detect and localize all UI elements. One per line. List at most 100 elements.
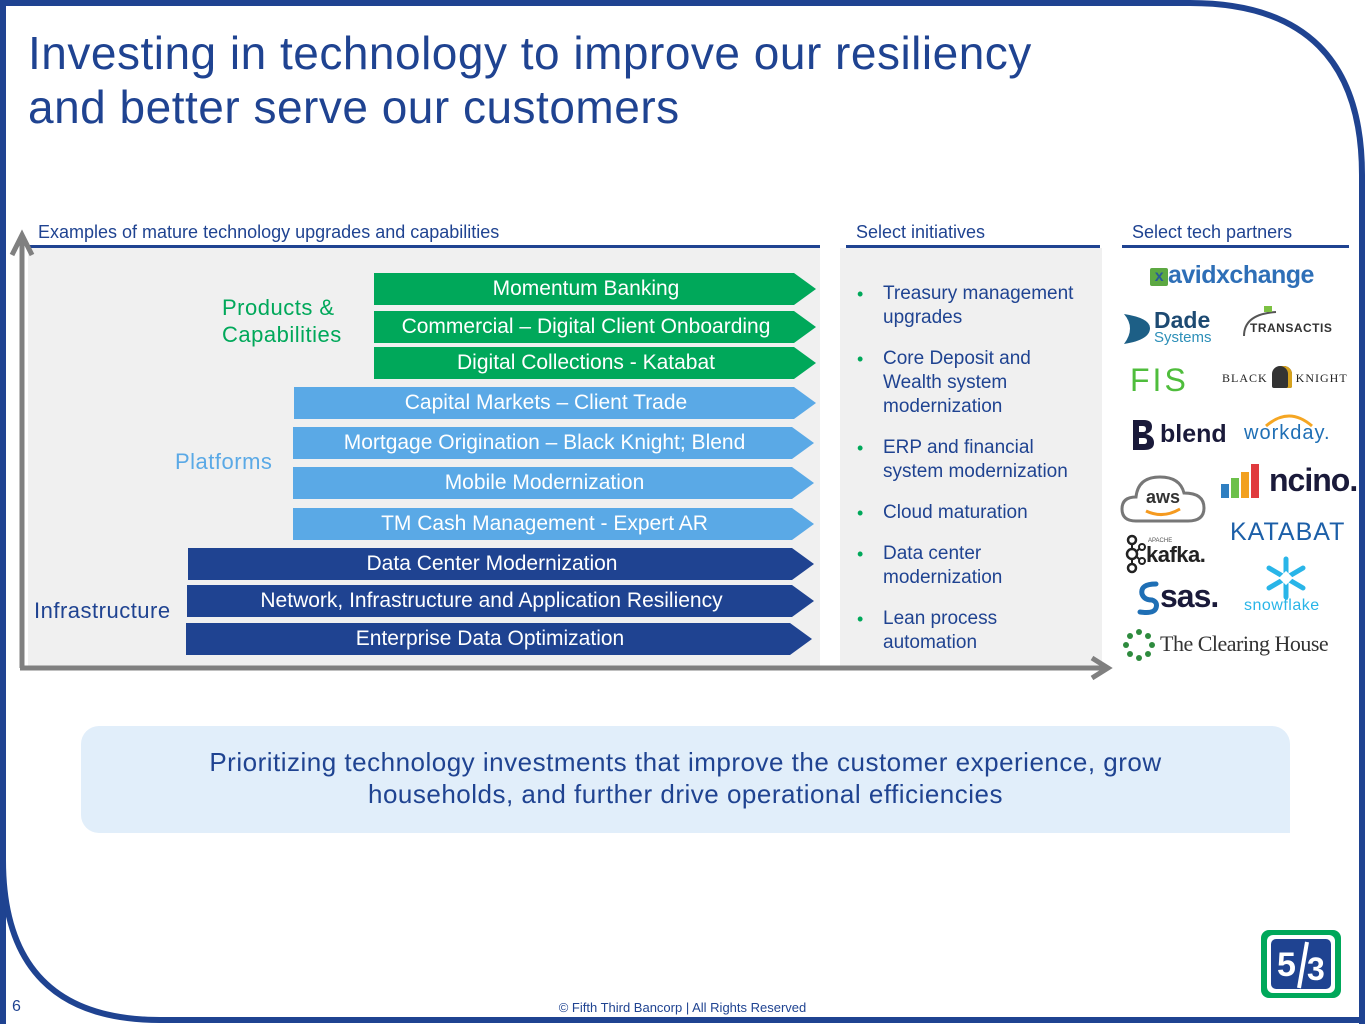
category-products: Products & Capabilities	[222, 294, 342, 348]
initiative-line: system modernization	[883, 461, 1068, 482]
category-products-line-2: Capabilities	[222, 322, 342, 347]
transactis-swoosh-icon	[1243, 306, 1277, 337]
bullet-icon: •	[857, 349, 864, 369]
initiatives-list: • Treasury management upgrades • Core Depos…	[855, 282, 1100, 672]
bar-label: Digital Collections - Katabat	[457, 351, 715, 374]
bar-label: Capital Markets – Client Trade	[404, 391, 688, 414]
black-knight-text-a: BLACK	[1222, 371, 1268, 385]
svg-text:3: 3	[1307, 951, 1325, 987]
logo-clearing-house: The Clearing House	[1122, 628, 1342, 664]
aws-cloud-icon	[1120, 475, 1206, 523]
initiative-item: • Data center modernization	[855, 542, 1100, 590]
initiative-item: •Cloud maturation	[855, 501, 1100, 525]
initiative-line: Wealth system	[883, 372, 1008, 393]
workday-text: workday.	[1244, 422, 1331, 444]
bar-capital-markets: Capital Markets – Client Trade	[294, 387, 816, 419]
page-number: 6	[12, 998, 21, 1015]
initiatives-header: Select initiatives	[846, 222, 1100, 248]
bar-label: TM Cash Management - Expert AR	[381, 512, 708, 535]
logo-kafka: APACHE kafka.	[1124, 534, 1214, 576]
bar-digital-collections: Digital Collections - Katabat	[374, 347, 816, 379]
initiative-line: Treasury management	[883, 283, 1074, 304]
logo-katabat: KATABAT	[1230, 518, 1346, 546]
bar-label: Momentum Banking	[492, 277, 680, 300]
bar-label: Mobile Modernization	[444, 471, 645, 494]
snowflake-text: snowflake	[1244, 597, 1320, 614]
dade-text: Dade	[1154, 307, 1211, 333]
bar-label: Commercial – Digital Client Onboarding	[401, 315, 771, 338]
partners-header: Select tech partners	[1122, 222, 1349, 248]
avidxchange-x-icon: x	[1150, 268, 1168, 286]
bar-mobile-modernization: Mobile Modernization	[293, 467, 814, 499]
banner-line-1: Prioritizing technology investments that…	[209, 747, 1162, 777]
page-title: Investing in technology to improve our r…	[28, 26, 1178, 134]
ncino-bars-icon	[1221, 464, 1259, 498]
category-products-line-1: Products &	[222, 295, 335, 320]
title-line-1: Investing in technology to improve our r…	[28, 27, 1032, 79]
logo-fis: FIS	[1130, 362, 1189, 398]
initiative-line: Core Deposit and	[883, 348, 1031, 369]
blend-b-icon	[1133, 420, 1154, 450]
logo-workday: workday.	[1244, 408, 1334, 448]
snowflake-icon	[1266, 556, 1306, 600]
bar-tm-cash-management: TM Cash Management - Expert AR	[293, 508, 814, 540]
takeaway-banner: Prioritizing technology investments that…	[81, 726, 1290, 833]
logo-aws: aws	[1120, 471, 1206, 525]
initiative-item: • Treasury management upgrades	[855, 282, 1100, 330]
kafka-apache-text: APACHE	[1148, 538, 1173, 544]
bar-enterprise-data: Enterprise Data Optimization	[186, 623, 812, 655]
category-infrastructure: Infrastructure	[34, 598, 171, 623]
bullet-icon: •	[857, 544, 864, 564]
bar-commercial-onboarding: Commercial – Digital Client Onboarding	[374, 311, 816, 343]
bar-momentum-banking: Momentum Banking	[374, 273, 816, 305]
bar-data-center: Data Center Modernization	[188, 548, 814, 580]
banner-line-2: households, and further drive operationa…	[367, 779, 1004, 809]
bar-network-resiliency: Network, Infrastructure and Application …	[187, 585, 814, 617]
clearing-house-starburst-icon	[1123, 629, 1155, 661]
footer-copyright: © Fifth Third Bancorp | All Rights Reser…	[558, 1000, 807, 1015]
bullet-icon: •	[857, 609, 864, 629]
sas-text: sas.	[1160, 578, 1219, 614]
avidxchange-text: avidxchange	[1168, 261, 1314, 289]
initiative-line: Cloud maturation	[883, 502, 1028, 523]
bar-label: Mortgage Origination – Black Knight; Ble…	[343, 431, 746, 454]
dade-icon	[1124, 314, 1150, 344]
initiative-line: automation	[883, 632, 978, 653]
initiative-line: upgrades	[883, 307, 963, 328]
bullet-icon: •	[857, 284, 864, 304]
knight-chess-icon	[1271, 366, 1292, 388]
initiative-line: modernization	[883, 396, 1003, 417]
logo-transactis: TRANSACTIS	[1236, 304, 1332, 344]
logo-snowflake: snowflake	[1244, 556, 1330, 618]
bullet-icon: •	[857, 438, 864, 458]
kafka-text: kafka.	[1146, 542, 1206, 567]
black-knight-text-b: KNIGHT	[1295, 371, 1348, 385]
workday-arc-icon	[1265, 414, 1313, 428]
examples-header: Examples of mature technology upgrades a…	[28, 222, 820, 248]
kafka-nodes-icon	[1125, 534, 1146, 574]
dade-subtext: Systems	[1154, 329, 1212, 346]
initiative-item: • Lean process automation	[855, 607, 1100, 655]
bar-label: Data Center Modernization	[366, 552, 618, 575]
aws-text: aws	[1146, 487, 1181, 507]
category-platforms: Platforms	[175, 449, 273, 474]
svg-text:5: 5	[1277, 946, 1296, 984]
initiative-line: Lean process	[883, 608, 998, 629]
initiative-line: Data center	[883, 543, 982, 564]
initiative-line: modernization	[883, 567, 1003, 588]
initiative-line: ERP and financial	[883, 437, 1034, 458]
fifth-third-logo-icon: 5 3	[1261, 930, 1341, 998]
sas-swirl-icon	[1137, 581, 1159, 615]
initiatives-panel	[840, 248, 1102, 666]
clearing-house-text: The Clearing House	[1160, 631, 1329, 656]
ncino-text: ncino.	[1269, 462, 1358, 498]
logo-sas: sas.	[1136, 578, 1226, 620]
logo-black-knight: BLACK KNIGHT	[1222, 366, 1348, 388]
blend-text: blend	[1160, 420, 1227, 448]
initiative-item: • ERP and financial system modernization	[855, 436, 1100, 484]
transactis-text: TRANSACTIS	[1250, 321, 1333, 335]
bar-mortgage-origination: Mortgage Origination – Black Knight; Ble…	[293, 427, 814, 459]
bar-label: Enterprise Data Optimization	[355, 627, 625, 650]
